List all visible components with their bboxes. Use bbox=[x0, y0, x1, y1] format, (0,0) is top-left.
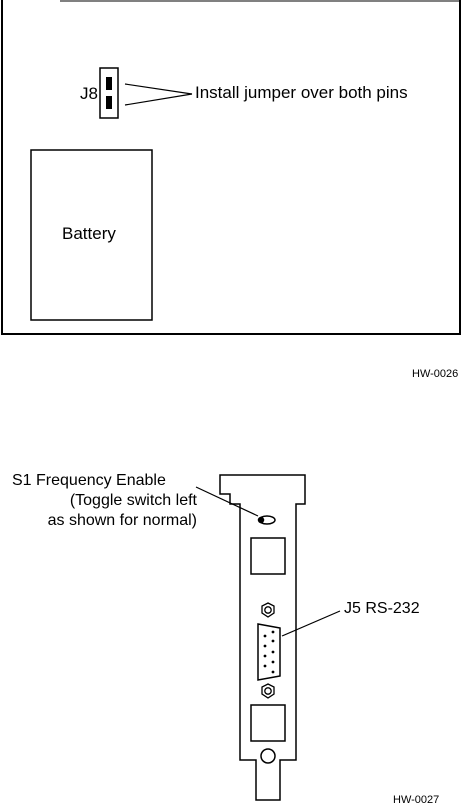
s1-note-line2: as shown for normal) bbox=[48, 512, 197, 530]
j8-jumper bbox=[100, 68, 118, 118]
j8-label: J8 bbox=[80, 84, 98, 104]
battery-label: Battery bbox=[62, 224, 116, 244]
figure-id-top: HW-0026 bbox=[412, 368, 458, 380]
s1-label: S1 Frequency Enable bbox=[12, 472, 166, 490]
j5-label: J5 RS-232 bbox=[344, 600, 420, 618]
figure-id-bottom: HW-0027 bbox=[393, 794, 439, 806]
upper-port bbox=[251, 538, 285, 574]
upper-standoff bbox=[262, 603, 274, 617]
jumper-leader-lines bbox=[125, 84, 192, 105]
s1-toggle-switch bbox=[259, 516, 276, 524]
db9-connector bbox=[258, 624, 280, 680]
lower-standoff bbox=[262, 684, 274, 698]
jumper-instruction: Install jumper over both pins bbox=[195, 83, 408, 103]
lower-port bbox=[251, 705, 285, 741]
bracket-hole bbox=[261, 749, 275, 763]
s1-note-line1: (Toggle switch left bbox=[70, 492, 197, 510]
